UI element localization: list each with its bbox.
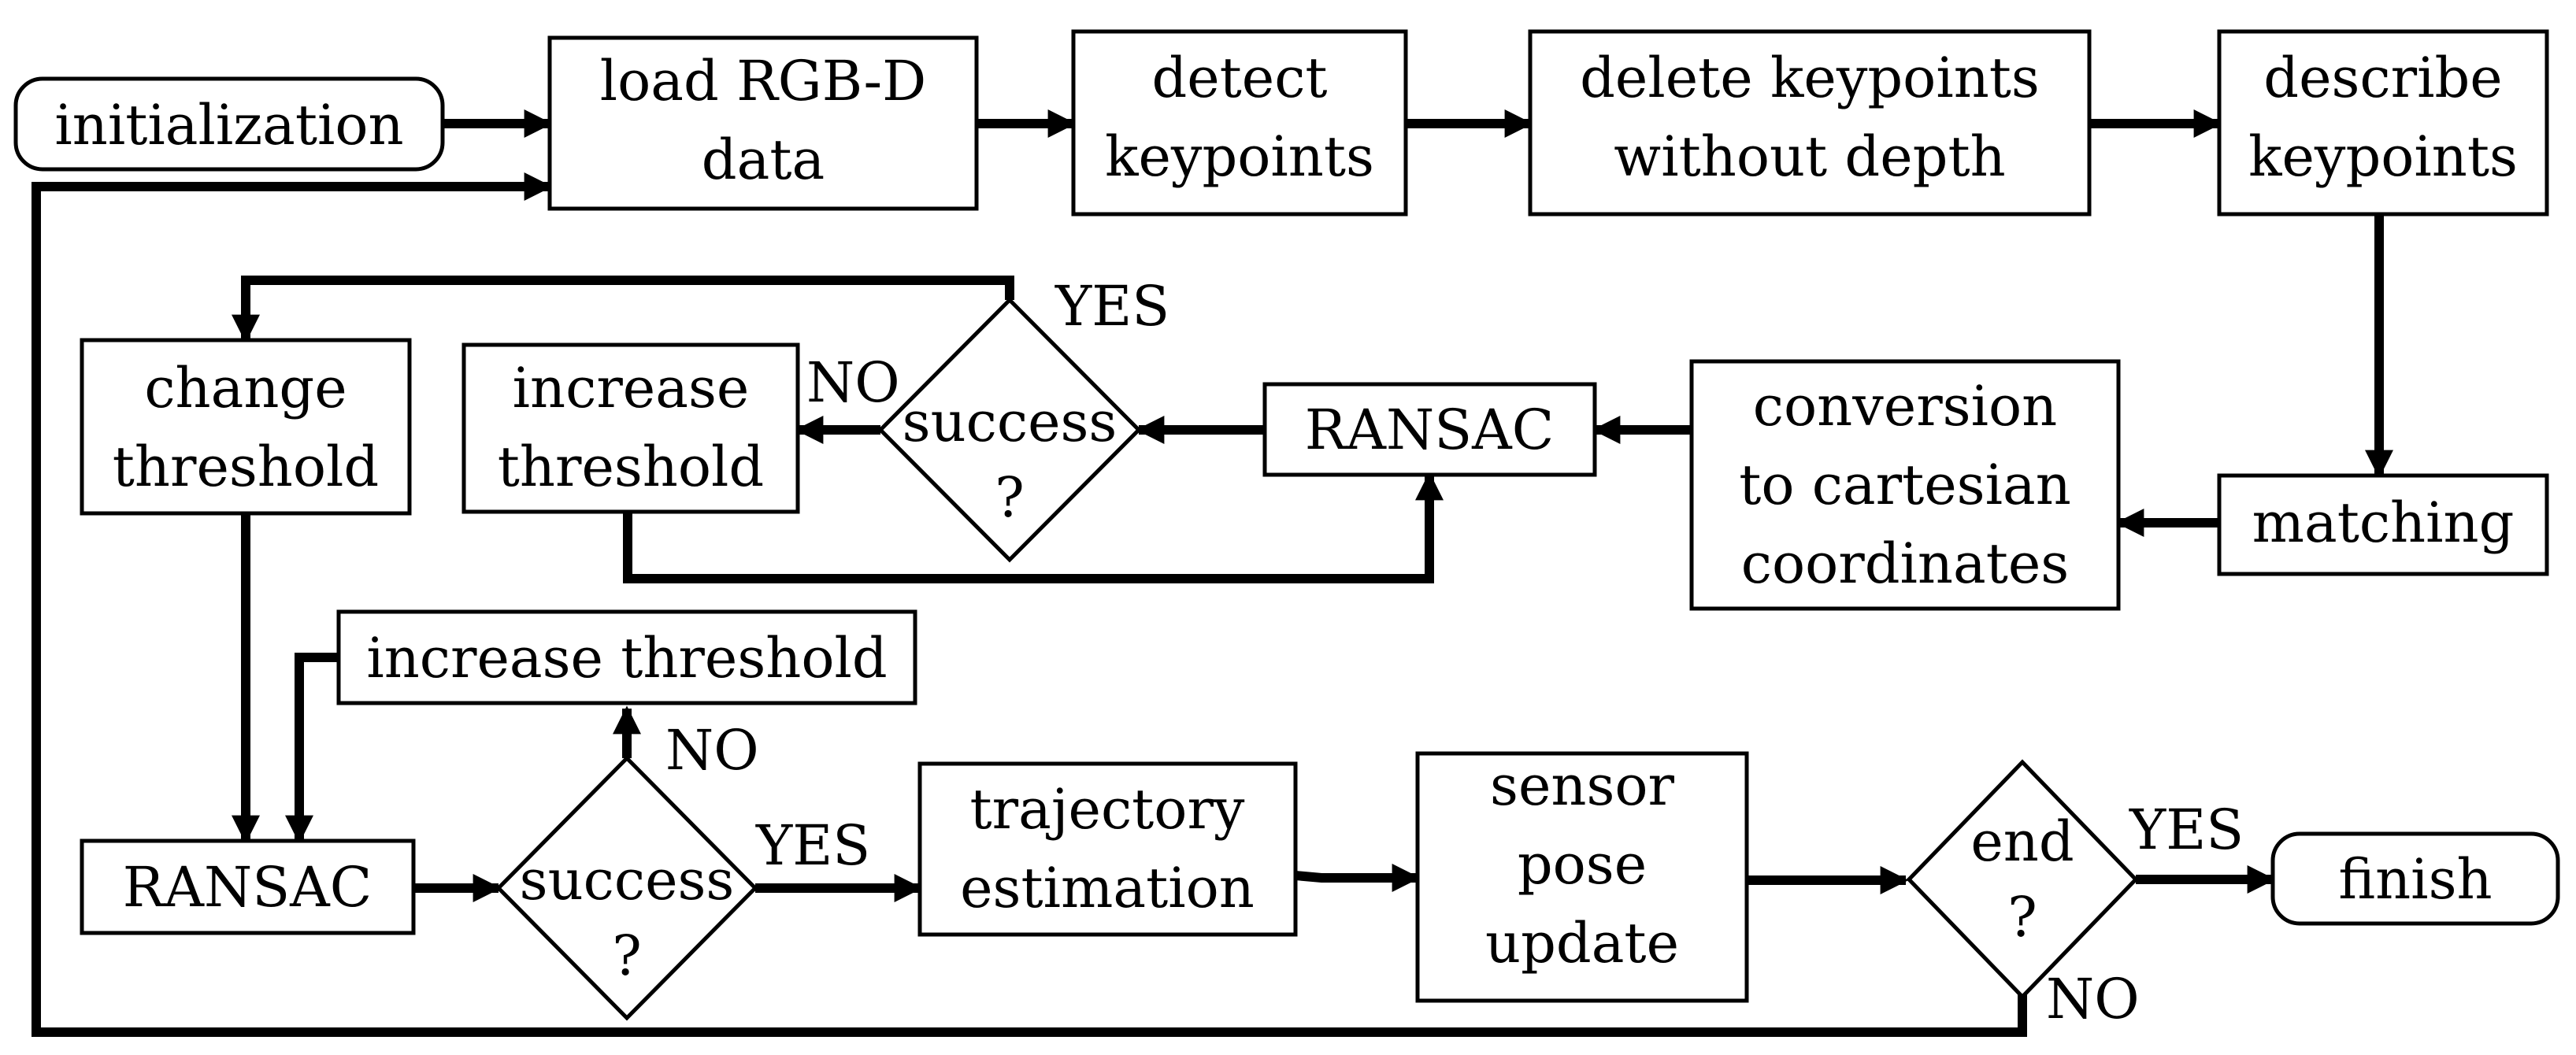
trajectory-estimation-shape — [917, 761, 1298, 937]
edge-increase-bottom-to-ransac-bottom — [285, 653, 339, 844]
matching-shape — [2217, 473, 2549, 576]
label-end-yes: YES — [2129, 798, 2244, 862]
edge-increase-top-to-ransac-top — [623, 472, 1444, 583]
finish-shape — [2270, 831, 2560, 926]
increase-threshold-bottom-shape — [336, 609, 917, 705]
node-success-top: success? — [877, 297, 1142, 563]
conversion-shape — [1689, 359, 2121, 611]
success-top-shape — [877, 297, 1142, 563]
node-finish: finish — [2270, 831, 2560, 926]
edges — [32, 109, 2393, 1037]
edge-labels: YES NO NO YES YES NO — [665, 274, 2244, 1031]
finish-text: finish — [2338, 847, 2492, 912]
node-end: end? — [1906, 759, 2139, 1000]
edge-trajectory-to-pose-update — [1295, 864, 1421, 892]
detect-keypoints-shape — [1071, 29, 1408, 217]
sensor-pose-update-shape — [1415, 751, 1749, 1003]
describe-keypoints-shape — [2217, 29, 2549, 217]
ransac-top-text: RANSAC — [1305, 398, 1555, 462]
matching-text: matching — [2252, 490, 2515, 555]
node-increase-threshold-bottom: increase threshold — [336, 609, 917, 705]
initialization-text: initialization — [54, 93, 403, 157]
ransac-bottom-shape — [80, 838, 416, 935]
label-bottom-no: NO — [665, 718, 759, 783]
label-top-no: NO — [806, 350, 900, 415]
edge-loop-back-to-load — [32, 172, 2027, 1037]
node-success-bottom: success? — [495, 755, 758, 1021]
ransac-bottom-text: RANSAC — [123, 855, 373, 920]
delete-keypoints-shape — [1528, 29, 2092, 217]
ransac-top-shape — [1262, 382, 1597, 477]
increase-threshold-top-shape — [461, 342, 800, 514]
label-bottom-yes: YES — [755, 813, 870, 878]
node-matching: matching — [2217, 473, 2549, 576]
initialization-shape — [13, 76, 445, 172]
end-text: end? — [1970, 809, 2074, 950]
increase-threshold-bottom-text: increase threshold — [366, 626, 887, 690]
end-shape — [1906, 759, 2139, 1000]
change-threshold-shape — [80, 338, 412, 516]
node-ransac-bottom: RANSAC — [80, 838, 416, 935]
label-end-no: NO — [2046, 967, 2140, 1031]
success-bottom-text: success? — [520, 848, 735, 988]
success-top-text: success? — [903, 390, 1118, 530]
success-bottom-shape — [495, 755, 758, 1021]
load-rgbd-data-shape — [547, 35, 979, 211]
edge-success-top-to-change — [232, 276, 1014, 343]
node-initialization: initialization — [13, 76, 445, 172]
label-top-yes: YES — [1054, 274, 1169, 339]
node-ransac-top: RANSAC — [1262, 382, 1597, 477]
